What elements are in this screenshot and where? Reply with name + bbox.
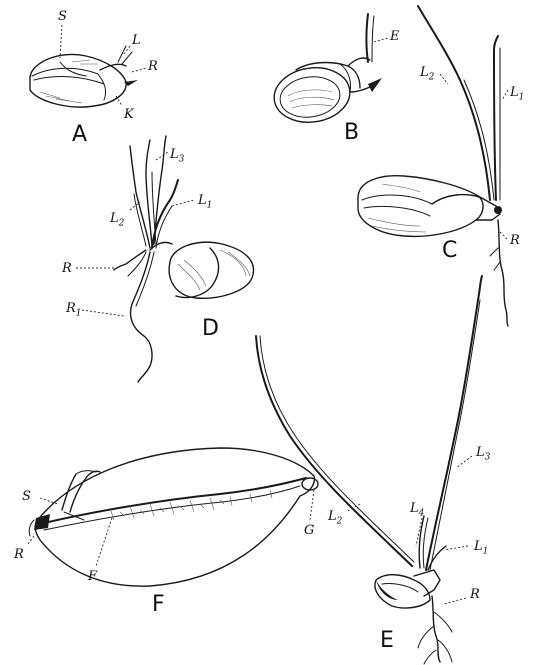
figure-c-label-l2: L2 [420,66,434,83]
figure-e-drawing [256,276,482,664]
figure-a-label-r: R [148,60,158,73]
figure-d-drawing [76,136,254,382]
figure-b-label-e: E [390,30,400,43]
figure-e-label-l2: L2 [328,510,342,527]
figure-f-letter: F [152,594,165,616]
figure-b-letter: B [344,122,359,144]
figure-f-label-f: F [88,570,97,583]
figure-d-label-r1: R1 [66,302,82,319]
figure-f-label-s: S [22,490,31,503]
figure-d-label-l1: L1 [198,194,212,211]
figure-c-label-l1: L1 [510,86,524,103]
figure-f-drawing [28,448,318,586]
figure-c-drawing [358,6,508,326]
figure-d-label-r: R [62,262,72,275]
figure-a-drawing [30,25,146,107]
figure-e-label-r: R [470,588,480,601]
figure-f-label-g: G [304,524,314,537]
figure-a-label-s: S [58,10,67,23]
figure-e-label-l4: L4 [410,502,424,519]
figure-e-label-l1: L1 [474,540,488,557]
figure-d-letter: D [202,318,219,340]
figure-f-label-r: R [14,548,24,561]
figure-a-label-k: K [124,108,134,121]
figure-a-label-l: L [132,34,141,47]
figure-d-label-l2: L2 [110,212,124,229]
figure-c-letter: C [442,240,457,262]
figure-a-letter: A [72,124,87,146]
figure-e-letter: E [380,630,394,652]
figure-d-label-l3: L3 [170,148,184,165]
figure-b-drawing [271,14,388,127]
figure-e-label-l3: L3 [476,446,490,463]
figure-c-label-r: R [510,234,520,247]
